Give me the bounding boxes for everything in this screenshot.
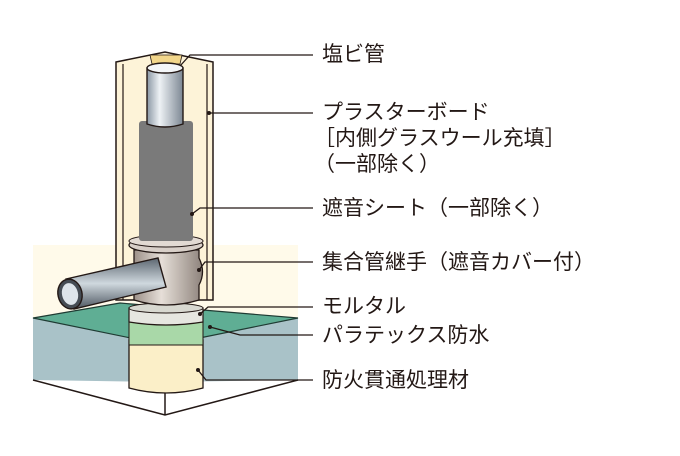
label-plasterboard: プラスターボード: [322, 100, 490, 124]
label-waterproof: パラテックス防水: [322, 323, 490, 347]
label-sound-sheet: 遮音シート（一部除く）: [322, 196, 553, 220]
label-plasterboard-note2: （一部除く）: [314, 152, 440, 176]
fire-penetration-material: [128, 302, 204, 394]
label-mortar: モルタル: [322, 294, 406, 318]
sound-insulation-sheet: [139, 121, 193, 241]
label-fire-material: 防火貫通処理材: [322, 368, 469, 392]
leader-dots: [190, 111, 212, 372]
label-joint: 集合管継手（遮音カバー付）: [322, 250, 595, 274]
pvc-pipe: [146, 62, 184, 128]
leader-lines: [179, 54, 313, 381]
label-pvc-pipe: 塩ビ管: [322, 42, 385, 66]
label-plasterboard-note1: ［内側グラスウール充填］: [314, 126, 566, 150]
branch-pipe: [57, 257, 167, 310]
